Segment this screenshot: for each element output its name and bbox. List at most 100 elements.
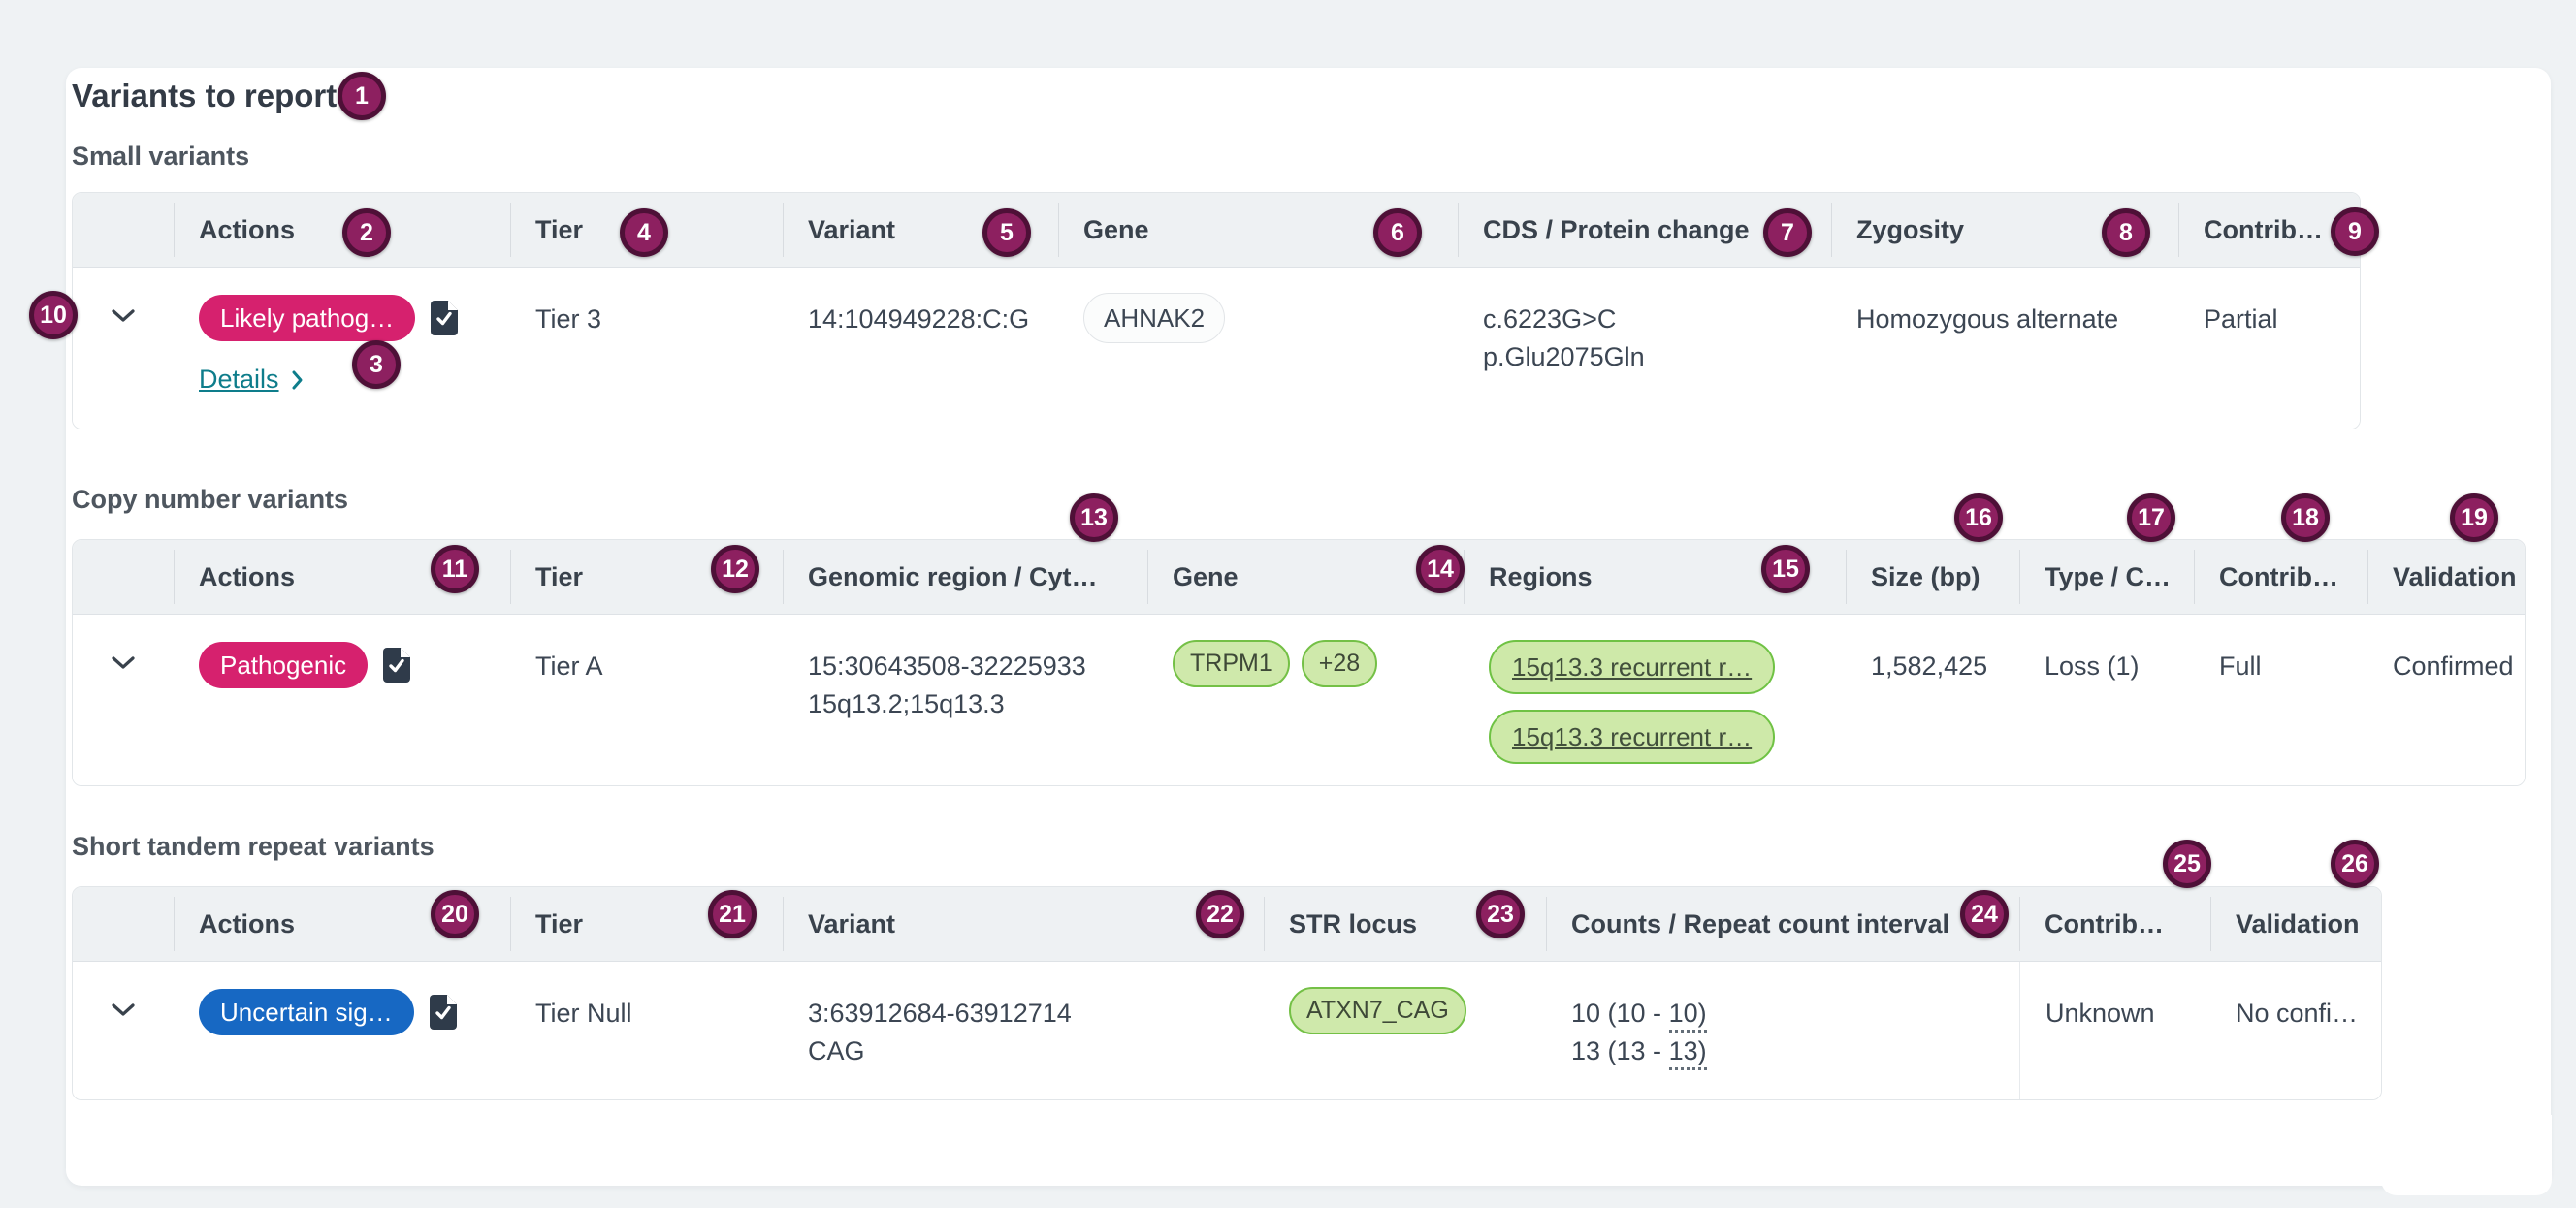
col-variant: Variant: [783, 193, 1058, 267]
str-locus-chip[interactable]: ATXN7_CAG: [1289, 987, 1466, 1034]
col-counts: Counts / Repeat count interval: [1546, 887, 2019, 961]
col-tier: Tier: [510, 193, 783, 267]
som-badge: 3: [352, 340, 401, 389]
contribution-cell: Full: [2219, 652, 2262, 681]
count-line: 13 (13 - 13): [1571, 1033, 1994, 1070]
cytoband: 15q13.2;15q13.3: [808, 689, 1005, 718]
chevron-down-icon: [111, 309, 136, 326]
small-variants-table: Actions Tier Variant Gene CDS / Protein …: [72, 192, 2361, 429]
repeat-unit: CAG: [808, 1036, 865, 1065]
col-tier: Tier: [510, 540, 783, 614]
expand-row-button[interactable]: [107, 652, 140, 674]
details-link[interactable]: Details: [199, 365, 279, 394]
som-badge: 2: [342, 208, 391, 257]
som-badge: 21: [708, 890, 757, 938]
col-expand: [73, 887, 174, 961]
som-badge: 18: [2281, 493, 2330, 542]
col-actions: Actions: [174, 540, 510, 614]
repeat-count-interval: 13): [1668, 1036, 1707, 1070]
str-title: Short tandem repeat variants: [72, 832, 435, 861]
som-badge: 6: [1373, 208, 1422, 257]
col-actions: Actions: [174, 193, 510, 267]
validation-cell: Confirmed: [2393, 652, 2514, 681]
col-str-locus: STR locus: [1264, 887, 1546, 961]
som-badge: 7: [1763, 208, 1812, 257]
contribution-cell: Unknown: [2019, 962, 2210, 1099]
som-badge: 25: [2163, 840, 2211, 888]
som-badge: 4: [620, 208, 668, 257]
col-contribution: Contrib…: [2194, 540, 2367, 614]
small-variant-row: Likely pathog… Details: [73, 268, 2360, 429]
expand-row-button[interactable]: [107, 304, 140, 327]
file-check-icon[interactable]: [429, 995, 457, 1030]
zygosity-cell: Homozygous alternate: [1856, 304, 2119, 334]
validation-cell: No confi…: [2236, 999, 2359, 1028]
col-genomic-region: Genomic region / Cyt…: [783, 540, 1147, 614]
som-badge: 1: [338, 72, 386, 120]
som-badge: 12: [711, 545, 759, 593]
str-variant: 3:63912684-63912714: [808, 999, 1072, 1028]
cnv-row: Pathogenic Tier A 15:30643508-32225933 1…: [73, 615, 2525, 785]
counts-cell: 10 (10 - 10) 13 (13 - 13): [1546, 962, 2019, 1099]
som-badge: 11: [431, 545, 479, 593]
som-badge: 26: [2331, 840, 2379, 888]
som-badge: 22: [1196, 890, 1244, 938]
cnv-header: Actions Tier Genomic region / Cyt… Gene …: [73, 540, 2525, 615]
col-expand: [73, 540, 174, 614]
col-expand: [73, 193, 174, 267]
gene-chip[interactable]: AHNAK2: [1083, 293, 1226, 343]
som-badge: 17: [2127, 493, 2175, 542]
file-check-icon[interactable]: [431, 301, 459, 335]
small-variants-title: Small variants: [72, 142, 250, 171]
col-contribution: Contrib…: [2178, 193, 2360, 267]
col-tier: Tier: [510, 887, 783, 961]
contribution-cell: Partial: [2204, 304, 2278, 334]
cds-protein-cell: c.6223G>C p.Glu2075Gln: [1458, 268, 1831, 429]
col-size-bp: Size (bp): [1846, 540, 2019, 614]
col-validation: Validation: [2367, 540, 2525, 614]
col-gene: Gene: [1058, 193, 1458, 267]
expand-row-button[interactable]: [107, 999, 140, 1021]
count-line: 10 (10 - 10): [1571, 995, 1994, 1033]
som-badge: 14: [1416, 545, 1465, 593]
cnv-title: Copy number variants: [72, 485, 349, 514]
som-badge: 10: [29, 291, 78, 339]
cnv-table: Actions Tier Genomic region / Cyt… Gene …: [72, 539, 2526, 786]
col-gene: Gene: [1147, 540, 1464, 614]
col-actions: Actions: [174, 887, 510, 961]
col-contribution: Contrib…: [2019, 887, 2210, 961]
som-badge: 5: [982, 208, 1031, 257]
small-variants-header: Actions Tier Variant Gene CDS / Protein …: [73, 193, 2360, 268]
chevron-down-icon: [111, 1003, 136, 1020]
som-badge: 23: [1476, 890, 1525, 938]
protein-change: p.Glu2075Gln: [1483, 342, 1645, 371]
chevron-down-icon: [111, 656, 136, 673]
page-title: Variants to report: [72, 78, 338, 113]
variant-cell: 14:104949228:C:G: [808, 304, 1030, 334]
som-badge: 9: [2331, 207, 2379, 256]
col-cds-protein-change: CDS / Protein change: [1458, 193, 1831, 267]
next-card-edge: [2381, 1115, 2552, 1195]
tier-cell: Tier 3: [535, 304, 602, 334]
gene-chip[interactable]: TRPM1: [1173, 640, 1290, 687]
som-badge: 20: [431, 890, 479, 938]
som-badge: 24: [1960, 890, 2009, 938]
col-variant: Variant: [783, 887, 1264, 961]
type-cell: Loss (1): [2045, 652, 2140, 681]
cds-change: c.6223G>C: [1483, 304, 1617, 334]
str-row: Uncertain sig… Tier Null 3:63912684-6391…: [73, 962, 2381, 1099]
region-link[interactable]: 15q13.3 recurrent r…: [1489, 710, 1776, 764]
classification-pill[interactable]: Pathogenic: [199, 642, 369, 688]
file-check-icon[interactable]: [383, 648, 411, 683]
more-genes-chip[interactable]: +28: [1301, 640, 1378, 687]
classification-pill[interactable]: Uncertain sig…: [199, 989, 414, 1035]
tier-cell: Tier A: [535, 652, 603, 681]
som-badge: 8: [2102, 208, 2150, 257]
classification-pill[interactable]: Likely pathog…: [199, 295, 416, 341]
variant-cell: 3:63912684-63912714 CAG: [783, 962, 1264, 1099]
som-badge: 13: [1070, 493, 1118, 542]
som-badge: 19: [2450, 493, 2498, 542]
tier-cell: Tier Null: [535, 999, 632, 1028]
region-link[interactable]: 15q13.3 recurrent r…: [1489, 640, 1776, 694]
